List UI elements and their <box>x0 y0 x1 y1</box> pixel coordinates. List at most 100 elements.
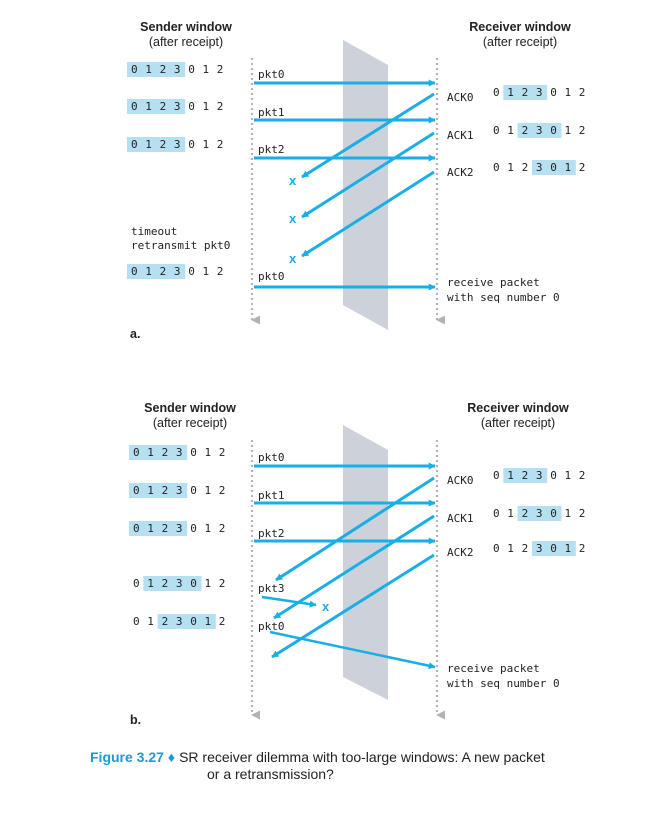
sequence-number: 2 <box>522 86 529 99</box>
sequence-number: 2 <box>162 577 169 590</box>
sequence-number: 1 <box>203 265 210 278</box>
sequence-number: 0 <box>133 522 140 535</box>
sequence-number: 0 <box>131 63 138 76</box>
lost-marker-b-pkt3: x <box>322 599 330 614</box>
ack-arrow-b-ack2 <box>271 553 435 659</box>
sequence-number: 2 <box>160 100 167 113</box>
lossy-channel-a <box>343 40 388 330</box>
ack-arrow-a-ack2 <box>301 170 435 258</box>
sequence-number: 3 <box>176 446 183 459</box>
sequence-number: 0 <box>133 577 140 590</box>
timeout-label-line1: timeout <box>131 225 177 238</box>
packet-label-b-pkt2: pkt2 <box>258 527 285 540</box>
window-highlight <box>127 264 186 279</box>
ack-label-a-ack0: ACK0 <box>447 91 474 104</box>
sequence-number: 1 <box>145 100 152 113</box>
sequence-number: 3 <box>174 63 181 76</box>
sequence-number: 2 <box>217 63 224 76</box>
sequence-number: 1 <box>147 446 154 459</box>
sequence-number: 1 <box>565 507 572 520</box>
sequence-number: 1 <box>203 138 210 151</box>
sequence-number: 1 <box>145 138 152 151</box>
receive-text-a-line2: with seq number 0 <box>447 291 560 304</box>
sequence-number: 3 <box>174 265 181 278</box>
timeout-label-line2: retransmit pkt0 <box>131 239 230 252</box>
sequence-number: 2 <box>162 522 169 535</box>
sequence-number: 0 <box>133 446 140 459</box>
window-highlight <box>157 614 216 629</box>
sequence-number: 1 <box>507 161 514 174</box>
sequence-number: 0 <box>133 615 140 628</box>
sequence-number: 2 <box>160 138 167 151</box>
figure-caption: Figure 3.27♦SR receiver dilemma with too… <box>90 749 630 783</box>
sequence-number: 0 <box>131 265 138 278</box>
sequence-number: 3 <box>174 138 181 151</box>
ack-label-a-ack1: ACK1 <box>447 129 474 142</box>
sequence-number: 3 <box>536 469 543 482</box>
receive-text-a-line1: receive packet <box>447 276 540 289</box>
window-highlight <box>143 576 202 591</box>
sequence-number: 2 <box>522 542 529 555</box>
sequence-number: 1 <box>507 86 514 99</box>
sequence-number: 3 <box>536 86 543 99</box>
sequence-number: 1 <box>145 63 152 76</box>
ack-label-b-ack2: ACK2 <box>447 546 474 559</box>
sequence-number: 2 <box>162 484 169 497</box>
sequence-number: 3 <box>536 161 543 174</box>
sequence-number: 0 <box>190 615 197 628</box>
sequence-number: 1 <box>507 507 514 520</box>
sequence-number: 2 <box>160 63 167 76</box>
sequence-number: 3 <box>536 542 543 555</box>
sender-heading-a-line1: Sender window <box>140 20 232 34</box>
packet-label-a-retransmit: pkt0 <box>258 270 285 283</box>
data-arrow-b-pkt3-lost <box>261 595 317 608</box>
sequence-number: 0 <box>188 63 195 76</box>
sequence-number: 2 <box>579 507 586 520</box>
sequence-number: 1 <box>205 484 212 497</box>
window-highlight <box>127 99 186 114</box>
lost-marker-a-ack0: x <box>289 173 297 188</box>
sequence-number: 0 <box>550 161 557 174</box>
sequence-number: 2 <box>579 86 586 99</box>
caption-line2: or a retransmission? <box>207 766 334 782</box>
sequence-number: 1 <box>507 542 514 555</box>
panel-b: Sender window (after receipt) Receiver w… <box>129 401 585 727</box>
sequence-number: 1 <box>145 265 152 278</box>
sequence-number: 2 <box>217 100 224 113</box>
data-arrow-b-new-pkt0 <box>269 630 436 670</box>
window-highlight <box>531 160 576 175</box>
ack-label-a-ack2: ACK2 <box>447 166 474 179</box>
sequence-number: 0 <box>550 507 557 520</box>
sequence-number: 0 <box>131 100 138 113</box>
sequence-number: 0 <box>190 522 197 535</box>
packet-label-a-pkt1: pkt1 <box>258 106 285 119</box>
sequence-number: 1 <box>147 577 154 590</box>
sequence-number: 2 <box>219 484 226 497</box>
window-highlight <box>531 541 576 556</box>
sequence-number: 0 <box>133 484 140 497</box>
packet-label-b-pkt1: pkt1 <box>258 489 285 502</box>
sequence-number: 3 <box>176 522 183 535</box>
window-highlight <box>517 123 562 138</box>
sequence-number: 2 <box>160 265 167 278</box>
window-highlight <box>127 137 186 152</box>
sequence-number: 2 <box>579 161 586 174</box>
sequence-number: 2 <box>217 265 224 278</box>
ack-label-b-ack0: ACK0 <box>447 474 474 487</box>
sequence-number: 1 <box>565 124 572 137</box>
window-highlight <box>127 62 186 77</box>
sequence-number: 0 <box>550 542 557 555</box>
packet-label-b-new-pkt0: pkt0 <box>258 620 285 633</box>
ack-arrow-b-ack0 <box>275 476 435 582</box>
sequence-number: 1 <box>565 469 572 482</box>
panel-label-b: b. <box>130 713 141 727</box>
